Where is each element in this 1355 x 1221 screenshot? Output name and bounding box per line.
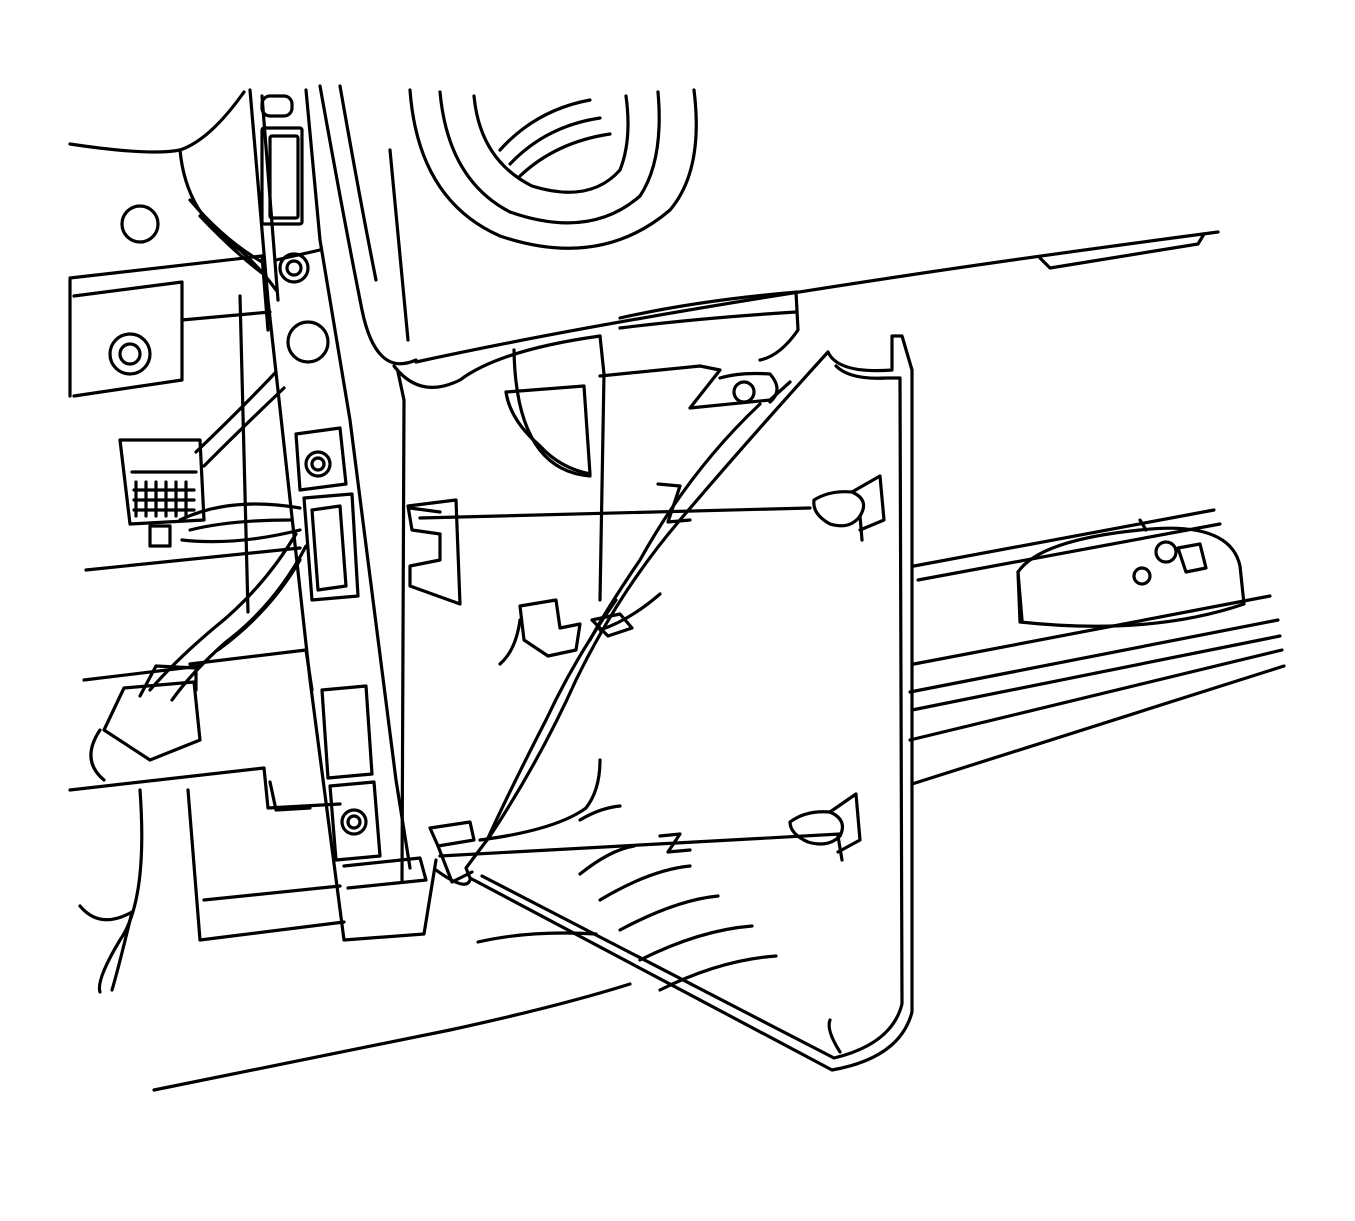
floor-carpet-edge — [152, 868, 632, 1092]
center-support-pillar — [248, 88, 438, 942]
floor-sill-right — [908, 508, 1286, 786]
lower-left-structure — [68, 546, 346, 994]
wiring-harness — [89, 370, 308, 782]
instrument-panel-trim — [392, 230, 1220, 882]
steering-column-shroud — [318, 84, 698, 366]
knee-bolster-trim-panel — [418, 334, 914, 1072]
lower-dash-left — [68, 90, 278, 614]
